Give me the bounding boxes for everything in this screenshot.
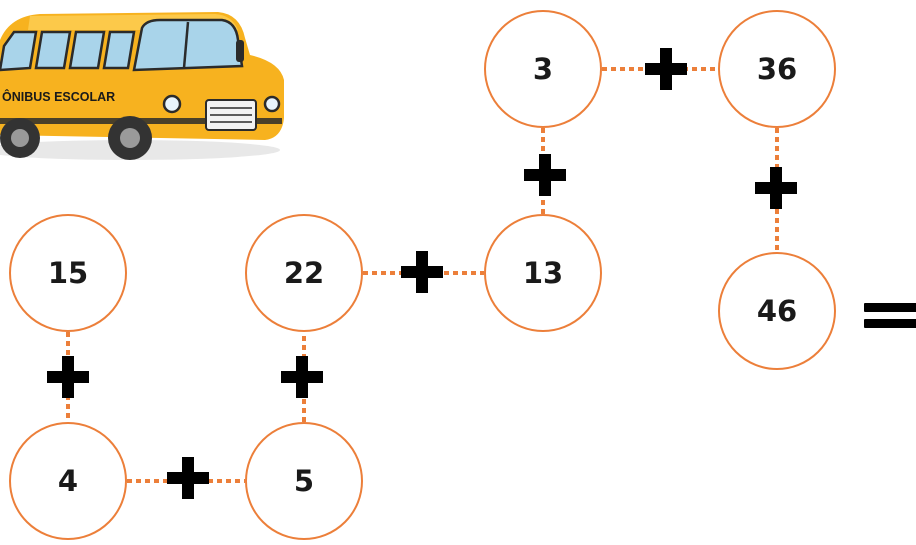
plus-icon: [167, 457, 209, 499]
number-circle: 22: [245, 214, 363, 332]
number-circle: 46: [718, 252, 836, 370]
school-bus-icon: ÔNIBUS ESCOLAR: [0, 12, 284, 160]
plus-icon: [755, 167, 797, 209]
number-value: 22: [283, 256, 325, 290]
bus-label: ÔNIBUS ESCOLAR: [2, 89, 115, 104]
plus-icon: [281, 356, 323, 398]
number-value: 36: [756, 52, 798, 86]
number-value: 4: [57, 464, 79, 498]
number-value: 13: [522, 256, 564, 290]
number-circle: 36: [718, 10, 836, 128]
equals-icon: [864, 303, 916, 328]
bus-headlight: [162, 94, 182, 114]
bus-wheels: [0, 116, 152, 160]
number-circle: 13: [484, 214, 602, 332]
bus-headlight: [263, 95, 281, 113]
number-circle: 4: [9, 422, 127, 540]
number-value: 3: [532, 52, 554, 86]
number-value: 15: [47, 256, 89, 290]
plus-icon: [47, 356, 89, 398]
plus-icon: [401, 251, 443, 293]
number-value: 5: [293, 464, 315, 498]
operators: [47, 48, 797, 499]
plus-icon: [524, 154, 566, 196]
number-circle: 15: [9, 214, 127, 332]
number-circle: 5: [245, 422, 363, 540]
bus-windows: [0, 30, 136, 72]
number-circle: 3: [484, 10, 602, 128]
bus-windshield: [132, 18, 244, 72]
number-value: 46: [756, 294, 798, 328]
plus-icon: [645, 48, 687, 90]
